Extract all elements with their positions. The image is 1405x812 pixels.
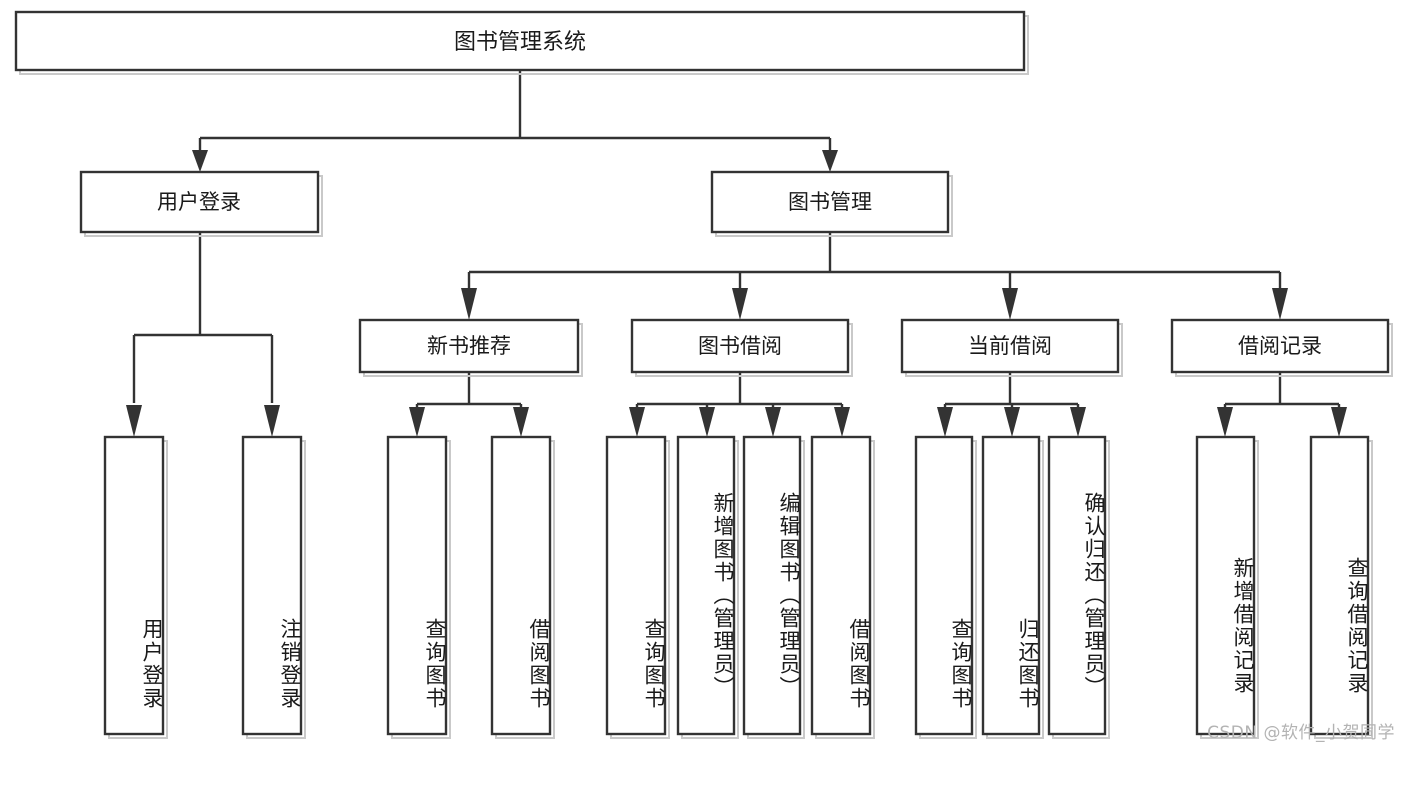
leaf-current-borrow-2[interactable]	[981, 435, 1044, 739]
arrow-userlogin-leaf-2	[264, 405, 280, 437]
arrow-record-leaf-2	[1331, 407, 1347, 437]
arrow-newbook-leaf-1	[409, 407, 425, 437]
leaf-book-borrow-3[interactable]	[742, 435, 805, 739]
arrow-to-book-borrow	[732, 288, 748, 320]
arrow-borrow-leaf-1	[629, 407, 645, 437]
node-label-borrow-record: 借阅记录	[1238, 334, 1322, 358]
arrow-record-leaf-1	[1217, 407, 1233, 437]
leaf-book-borrow-2[interactable]	[676, 435, 739, 739]
arrow-to-book-mgmt	[822, 150, 838, 172]
node-label-book-borrow: 图书借阅	[698, 334, 782, 358]
diagram-canvas: 图书管理系统 用户登录 图书管理 新书推荐	[14, 10, 1395, 743]
leaf-new-book-1[interactable]	[386, 435, 451, 739]
node-label-new-book-recommend: 新书推荐	[427, 334, 511, 358]
arrow-borrow-leaf-4	[834, 407, 850, 437]
leaf-user-login-2[interactable]	[241, 435, 306, 739]
leaf-new-book-2[interactable]	[490, 435, 555, 739]
arrow-borrow-leaf-2	[699, 407, 715, 437]
arrow-userlogin-leaf-1	[126, 405, 142, 437]
arrow-current-leaf-2	[1004, 407, 1020, 437]
arrow-to-current-borrow	[1002, 288, 1018, 320]
arrow-current-leaf-1	[937, 407, 953, 437]
node-new-book-recommend[interactable]: 新书推荐	[358, 318, 583, 377]
node-root-library-system[interactable]: 图书管理系统	[14, 10, 1029, 75]
leaf-book-borrow-1[interactable]	[605, 435, 670, 739]
arrow-borrow-leaf-3	[765, 407, 781, 437]
node-label-current-borrow: 当前借阅	[968, 334, 1052, 358]
node-book-borrow[interactable]: 图书借阅	[630, 318, 853, 377]
arrow-to-new-book-rec	[461, 288, 477, 320]
leaf-current-borrow-3[interactable]	[1047, 435, 1110, 739]
connector-layer	[126, 70, 1347, 437]
leaf-borrow-record-2[interactable]	[1309, 435, 1373, 739]
node-current-borrow[interactable]: 当前借阅	[900, 318, 1123, 377]
node-borrow-record[interactable]: 借阅记录	[1170, 318, 1393, 377]
node-label-book-management: 图书管理	[788, 190, 872, 214]
node-label-root: 图书管理系统	[454, 30, 586, 55]
csdn-watermark: CSDN @软件_小贺同学	[1207, 723, 1395, 743]
hierarchy-diagram: 图书管理系统 用户登录 图书管理 新书推荐	[14, 10, 1393, 739]
node-book-management[interactable]: 图书管理	[710, 170, 953, 237]
leaf-book-borrow-4[interactable]	[810, 435, 875, 739]
node-layer: 图书管理系统 用户登录 图书管理 新书推荐	[14, 10, 1393, 739]
arrow-newbook-leaf-2	[513, 407, 529, 437]
node-label-user-login: 用户登录	[157, 190, 241, 214]
arrow-current-leaf-3	[1070, 407, 1086, 437]
arrow-to-borrow-record	[1272, 288, 1288, 320]
leaf-current-borrow-1[interactable]	[914, 435, 977, 739]
leaf-borrow-record-1[interactable]	[1195, 435, 1259, 739]
leaf-user-login-1[interactable]	[103, 435, 168, 739]
node-user-login[interactable]: 用户登录	[79, 170, 323, 237]
arrow-to-user-login	[192, 150, 208, 172]
